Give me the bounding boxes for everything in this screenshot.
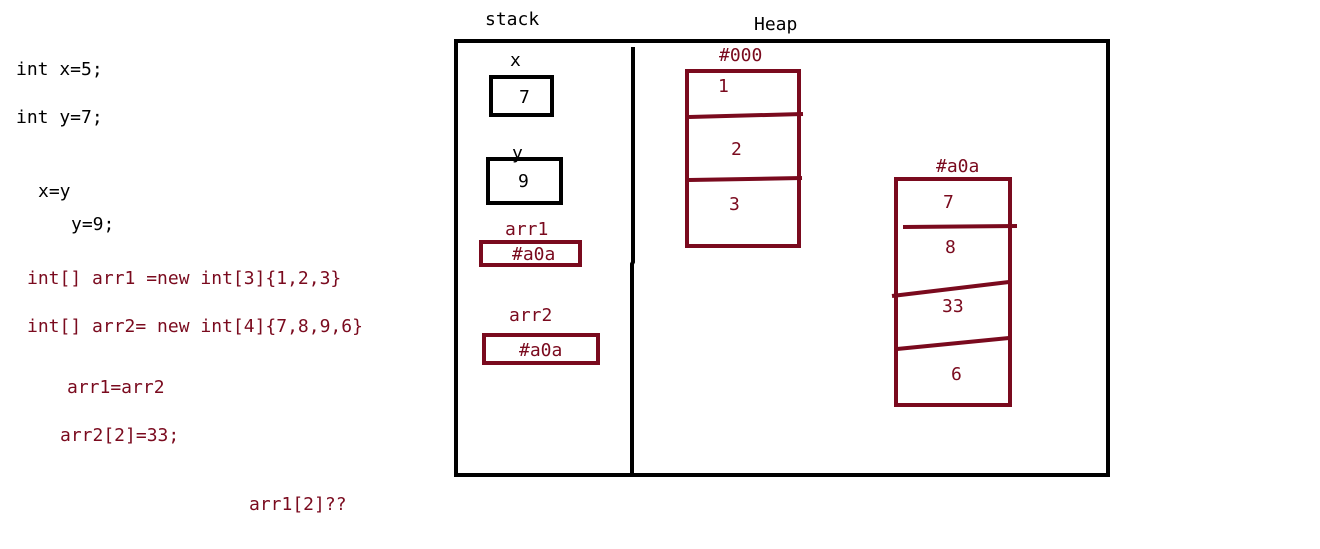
code-line-7: arr1=arr2 [67, 377, 165, 398]
code-line-2: int y=7; [16, 107, 103, 128]
code-line-1: int x=5; [16, 59, 103, 80]
heap-array2-box [894, 177, 1012, 407]
code-line-8: arr2[2]=33; [60, 425, 180, 446]
stack-title: stack [485, 9, 540, 30]
heap-array1-cell: 3 [729, 194, 740, 215]
heap-array2-cell: 6 [951, 364, 962, 385]
heap-array1-box [685, 69, 801, 248]
heap-array1-divider [688, 176, 803, 182]
code-line-4: y=9; [71, 214, 115, 235]
stack-arr2-value: #a0a [519, 340, 563, 361]
heap-array2-divider [896, 336, 1010, 351]
code-line-6: int[] arr2= new int[4]{7,8,9,6} [27, 316, 363, 337]
stack-x-value: 7 [519, 87, 530, 108]
stack-arr1-value: #a0a [512, 244, 556, 265]
stack-x-box [489, 75, 554, 117]
code-line-3: x=y [38, 181, 71, 202]
heap-array2-divider [891, 280, 1010, 298]
heap-array2-address: #a0a [936, 156, 980, 177]
heap-array1-cell: 1 [718, 76, 729, 97]
heap-title: Heap [754, 14, 798, 35]
memory-frame [454, 39, 1110, 477]
question-text: arr1[2]?? [249, 494, 347, 515]
heap-array2-cell: 33 [942, 296, 964, 317]
stack-arr1-label: arr1 [505, 219, 549, 240]
heap-array2-cell: 8 [945, 237, 956, 258]
heap-array1-cell: 2 [731, 139, 742, 160]
heap-array1-divider [688, 112, 804, 119]
stack-y-value: 9 [518, 171, 529, 192]
heap-array2-divider [902, 224, 1018, 229]
code-line-5: int[] arr1 =new int[3]{1,2,3} [27, 268, 342, 289]
stack-y-label: y [512, 143, 523, 164]
stack-arr1-box [479, 240, 582, 267]
stack-arr2-label: arr2 [509, 305, 553, 326]
heap-array2-cell: 7 [943, 192, 954, 213]
heap-array1-address: #000 [719, 45, 763, 66]
stack-arr2-box [482, 333, 600, 365]
stack-y-box [486, 157, 563, 205]
stack-x-label: x [510, 50, 521, 71]
